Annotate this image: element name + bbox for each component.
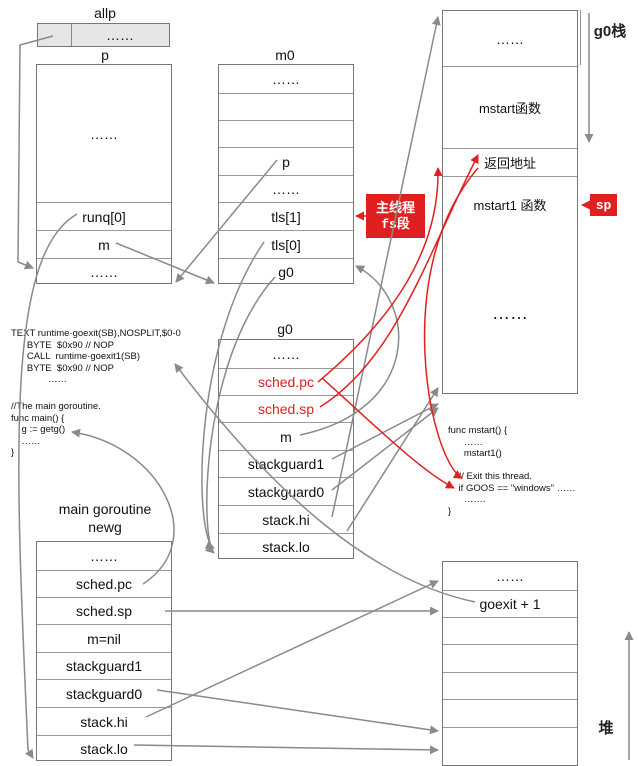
p-title: p: [101, 47, 109, 63]
heap-stack-slot: [443, 617, 577, 644]
g0-stack-slot: ……: [492, 303, 528, 323]
arrow-main-stacklo-to-heap: [133, 744, 439, 755]
arrow-main-pc-to-main-code: [71, 428, 175, 585]
g0-stack-label: g0栈: [593, 23, 627, 40]
m0-field-tls0: tls[0]: [219, 230, 353, 258]
m0-field: ……: [272, 71, 300, 87]
arrow-mstart1-to-mstart-code: [423, 167, 479, 479]
g0-field-stackguard1: stackguard1: [219, 450, 353, 477]
heap-stack-slot: [443, 727, 577, 765]
m0-field-g0: g0: [219, 258, 353, 285]
g0-title: g0: [277, 321, 293, 337]
allp-cell-ellipsis: ……: [106, 27, 134, 43]
newg-title: newg: [88, 519, 122, 535]
heap-stack-slot: ……: [496, 568, 524, 584]
allp-array: ……: [37, 23, 170, 47]
p-field: ……: [37, 258, 171, 285]
arrow-return-address-to-mstart-code: [321, 377, 455, 489]
arrow-g0-m-to-m0: [299, 265, 400, 436]
heap-label: 堆: [598, 720, 614, 737]
main-g-field-m: m=nil: [37, 624, 171, 652]
g0-field-sched-sp: sched.sp: [219, 395, 353, 422]
arrow-m0-p-to-p: [175, 159, 278, 283]
arrow-sched-sp-to-mstart1: [319, 154, 479, 408]
sp-badge: sp: [590, 194, 617, 216]
arrow-main-stackguard0-to-heap: [156, 689, 439, 735]
arrow-sched-pc-to-return-address: [317, 167, 443, 383]
g0-field: ……: [272, 346, 300, 362]
heap-stack-slot: [443, 644, 577, 672]
arrow-tls0-to-g0: [201, 241, 265, 549]
g0-stack-return-address: 返回地址: [443, 148, 577, 176]
badge-main-thread-text: 主线程: [375, 200, 415, 215]
g0-field-m: m: [219, 422, 353, 450]
arrow-p-m-to-m0: [115, 242, 215, 285]
p-field-m: m: [37, 230, 171, 258]
g0-stack-label-divider: [580, 10, 581, 65]
main-goroutine-title: main goroutine: [58, 501, 152, 517]
g0-struct: …… sched.pc sched.sp m stackguard1 stack…: [218, 339, 354, 559]
m0-field-tls1: tls[1]: [219, 202, 353, 230]
arrow-stackguard0-to-g0stack: [331, 407, 439, 491]
arrow-main-stackhi-to-g0stack: [145, 580, 439, 718]
g0-stack-mstart-frame: mstart函数: [443, 66, 577, 148]
m0-struct: …… p …… tls[1] tls[0] g0: [218, 64, 354, 284]
badge-fs-text: fs段: [381, 217, 410, 232]
heap-stack: …… goexit + 1: [442, 561, 578, 766]
arrow-runq-to-main-g: [18, 213, 78, 759]
heap-stack-goexit: goexit + 1: [443, 590, 577, 617]
g0-field-stack-hi: stack.hi: [219, 505, 353, 533]
m0-field-p: p: [219, 147, 353, 175]
arrow-goexit-to-goexit-code: [174, 363, 476, 603]
main-g-field-stackguard0: stackguard0: [37, 679, 171, 707]
heap-stack-slot: [443, 699, 577, 727]
allp-cell-0: [38, 24, 72, 46]
g0-stack-mstart1-frame: mstart1 函数: [443, 176, 577, 232]
main-goroutine-struct: …… sched.pc sched.sp m=nil stackguard1 s…: [36, 541, 172, 761]
g0-stack-slot: ……: [496, 30, 524, 47]
m0-field: ……: [219, 175, 353, 202]
main-g-field-stack-lo: stack.lo: [37, 735, 171, 762]
g0-stack: …… mstart函数 返回地址 mstart1 函数 ……: [442, 10, 578, 394]
g0-field-sched-pc: sched.pc: [219, 368, 353, 395]
mstart-func-code: func mstart() { …… mstart1() // Exit thi…: [448, 425, 576, 517]
main-g-field-sched-pc: sched.pc: [37, 570, 171, 597]
g0-field-stack-lo: stack.lo: [219, 533, 353, 560]
p-field: ……: [90, 125, 118, 142]
main-g-field-sched-sp: sched.sp: [37, 597, 171, 624]
main-g-field: ……: [90, 548, 118, 564]
arrow-stackhi-to-g0stack-top: [331, 16, 441, 518]
p-field-runq: runq[0]: [37, 202, 171, 230]
arrow-stackguard1-to-g0stack: [331, 403, 439, 460]
m0-field: [219, 93, 353, 120]
p-struct: …… runq[0] m ……: [36, 64, 172, 284]
arrow-m0-g0-to-g0: [205, 276, 276, 554]
main-g-field-stack-hi: stack.hi: [37, 707, 171, 735]
m0-field: [219, 120, 353, 147]
goexit-asm-code: TEXT runtime·goexit(SB),NOSPLIT,$0-0 BYT…: [11, 328, 181, 385]
m0-title: m0: [275, 47, 295, 63]
heap-stack-slot: [443, 672, 577, 699]
main-g-field-stackguard1: stackguard1: [37, 652, 171, 679]
allp-title: allp: [94, 5, 116, 21]
arrow-allp-to-p: [17, 35, 54, 270]
